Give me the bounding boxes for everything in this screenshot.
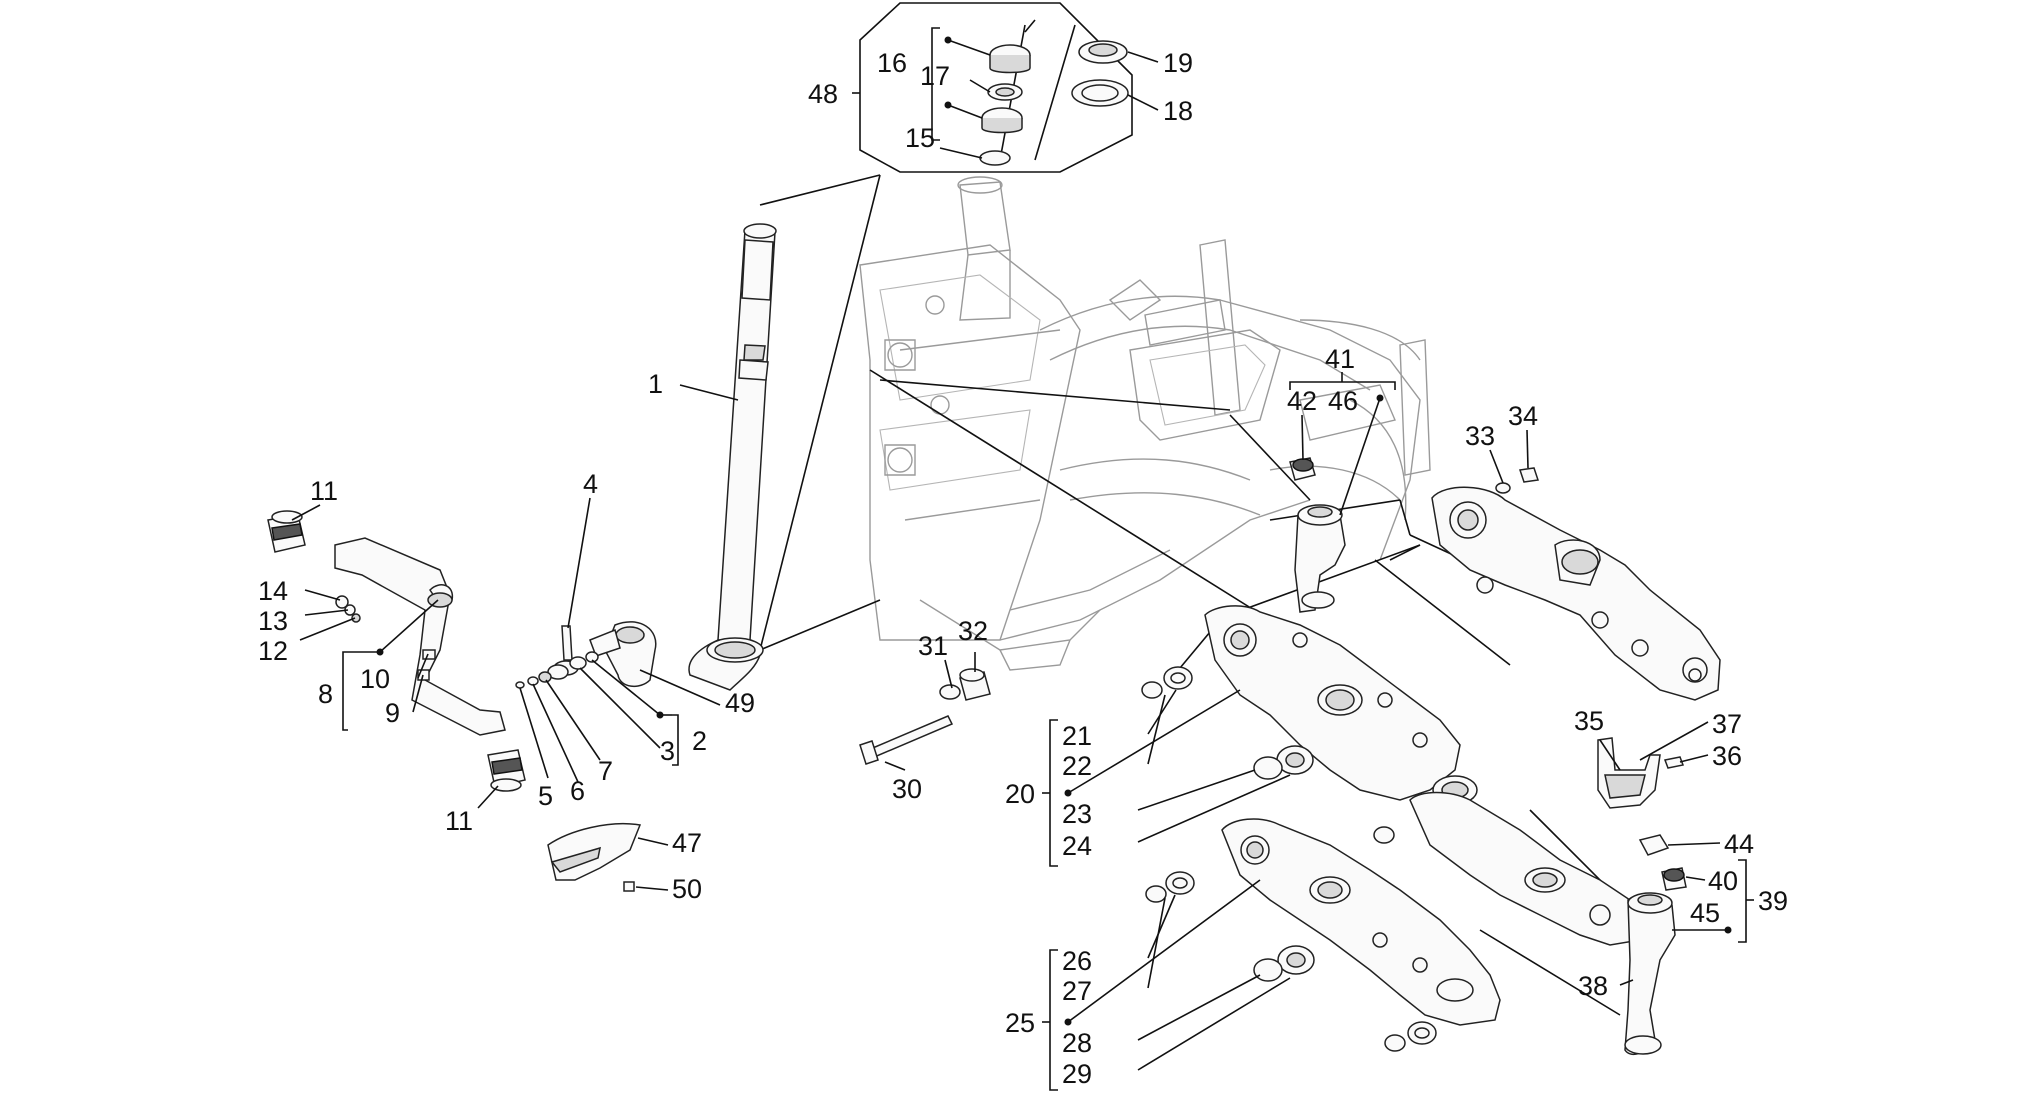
callout-46: 46 (1328, 386, 1358, 416)
callout-23: 23 (1062, 799, 1092, 829)
callout-8: 8 (318, 679, 333, 709)
callout-39: 39 (1758, 886, 1788, 916)
callout-3: 3 (660, 736, 675, 766)
callout-27: 27 (1062, 976, 1092, 1006)
callout-19: 19 (1163, 48, 1193, 78)
callout-29: 29 (1062, 1059, 1092, 1089)
callout-44: 44 (1724, 829, 1754, 859)
callout-37: 37 (1712, 709, 1742, 739)
callout-13: 13 (258, 606, 288, 636)
callout-41: 41 (1325, 344, 1355, 374)
callout-47: 47 (672, 828, 702, 858)
callout-22: 22 (1062, 751, 1092, 781)
scooter-frame (859, 176, 1431, 671)
callout-31: 31 (918, 631, 948, 661)
callout-28: 28 (1062, 1028, 1092, 1058)
callout-6: 6 (570, 776, 585, 806)
callout-26: 26 (1062, 946, 1092, 976)
callout-18: 18 (1163, 96, 1193, 126)
callout-36: 36 (1712, 741, 1742, 771)
callout-33: 33 (1465, 421, 1495, 451)
callout-2: 2 (692, 726, 707, 756)
callout-9: 9 (385, 698, 400, 728)
callout-20: 20 (1005, 779, 1035, 809)
callout-24: 24 (1062, 831, 1092, 861)
callout-14: 14 (258, 576, 288, 606)
callout-35: 35 (1574, 706, 1604, 736)
swing-arms (859, 467, 1721, 1052)
callout-45: 45 (1690, 898, 1720, 928)
callout-34: 34 (1508, 401, 1538, 431)
steering-tube (589, 223, 777, 691)
callout-15: 15 (905, 123, 935, 153)
callout-25: 25 (1005, 1008, 1035, 1038)
callout-5: 5 (538, 781, 553, 811)
callout-labels: 1 11 14 13 12 8 10 9 11 4 5 6 7 3 2 49 4… (258, 48, 1788, 1089)
steering-stems (1289, 457, 1687, 1056)
callout-7: 7 (598, 756, 613, 786)
callout-21: 21 (1062, 721, 1092, 751)
leader-lines (291, 27, 1754, 1091)
callout-30: 30 (892, 774, 922, 804)
callout-50: 50 (672, 874, 702, 904)
callout-48: 48 (808, 79, 838, 109)
callout-17: 17 (920, 61, 950, 91)
callout-12: 12 (258, 636, 288, 666)
callout-11-bottom: 11 (445, 806, 473, 836)
callout-49: 49 (725, 688, 755, 718)
callout-38: 38 (1578, 971, 1608, 1001)
callout-4: 4 (583, 469, 598, 499)
callout-32: 32 (958, 616, 988, 646)
callout-10: 10 (360, 664, 390, 694)
callout-40: 40 (1708, 866, 1738, 896)
brake-linkage (267, 510, 642, 892)
callout-11-top: 11 (310, 476, 338, 506)
callout-16: 16 (877, 48, 907, 78)
callout-1: 1 (648, 369, 663, 399)
headset-kit (859, 2, 1133, 173)
callout-42: 42 (1287, 386, 1317, 416)
